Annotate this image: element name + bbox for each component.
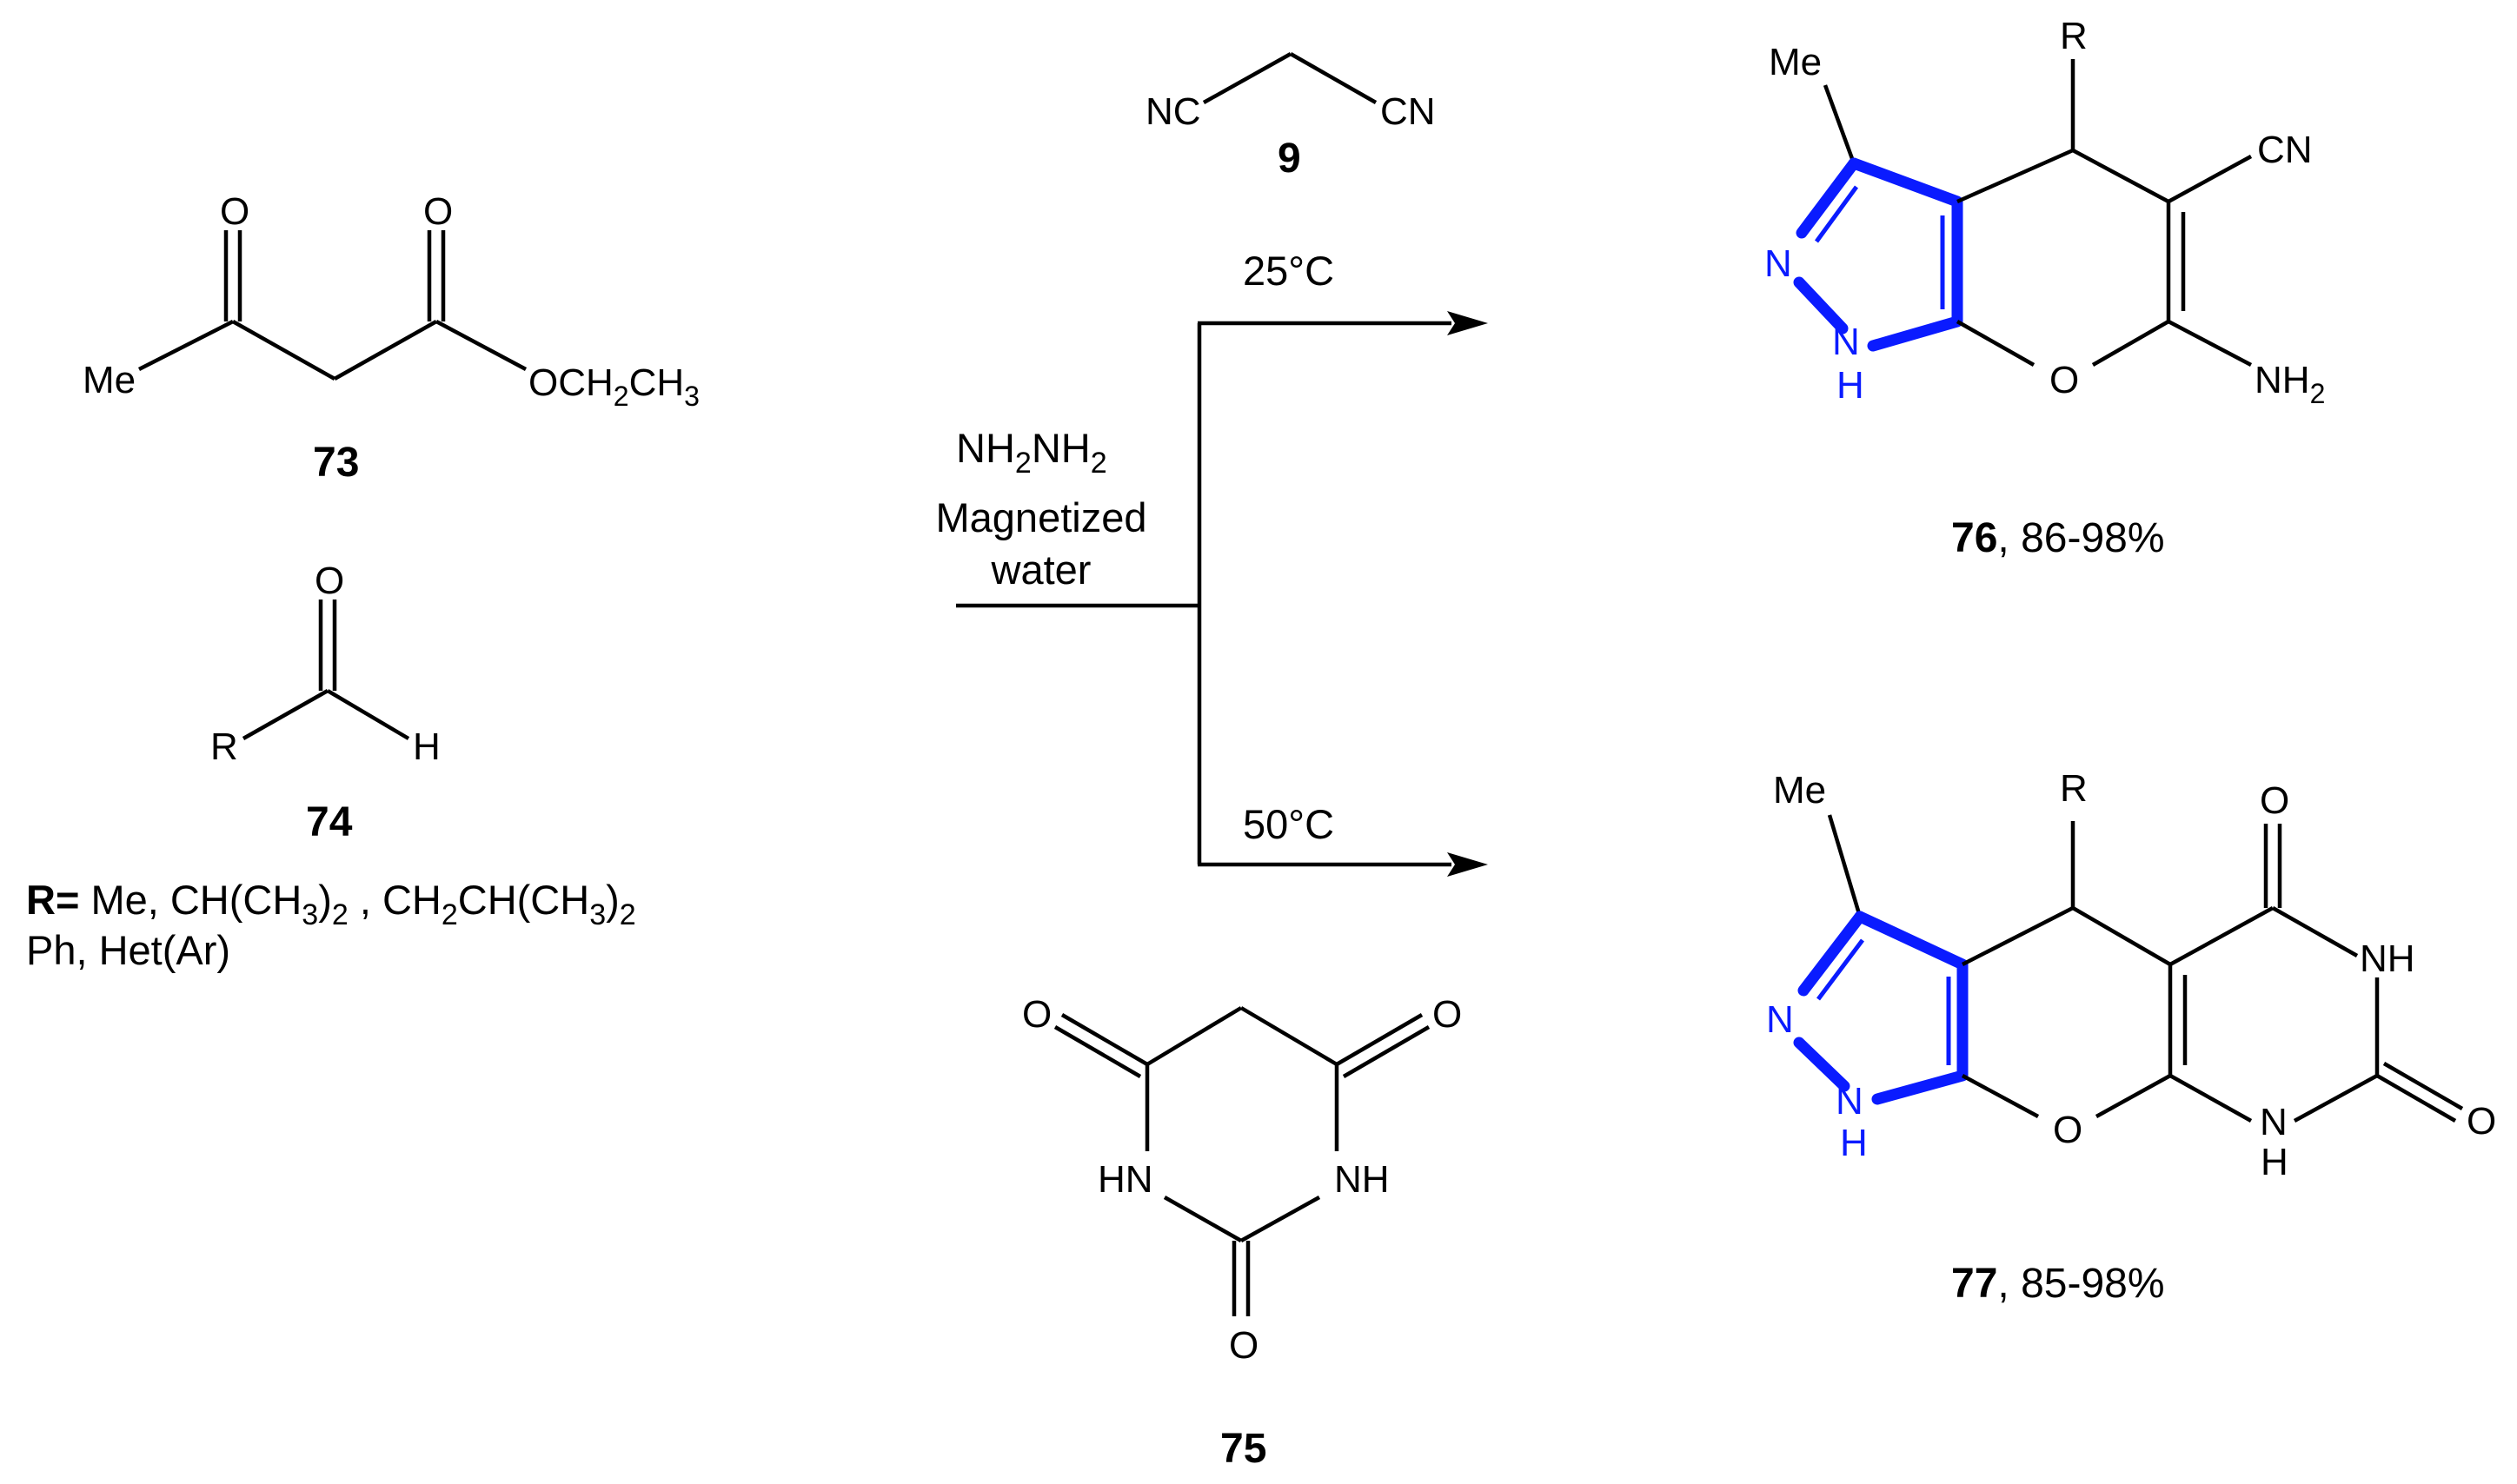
p77-label-and-yield: 77, 85-98% bbox=[1951, 1261, 2165, 1307]
p77-pyrazole-nh-h-label: H bbox=[1840, 1122, 1868, 1164]
p76-nitrile-label: CN bbox=[2257, 129, 2313, 171]
product-76-structure: Me R CN N N H O NH2 76, 86-98% bbox=[1764, 15, 2325, 561]
aldehyde-hydrogen-label: H bbox=[413, 725, 441, 768]
barbituric-oxygen-left-label: O bbox=[1022, 993, 1052, 1036]
p76-methyl-label: Me bbox=[1769, 41, 1822, 83]
ethoxy-label: OCH2CH3 bbox=[528, 361, 700, 412]
barbituric-hn-label: HN bbox=[1098, 1158, 1153, 1201]
barbituric-acid-structure: O O HN NH O 75 bbox=[1022, 993, 1462, 1472]
reaction-conditions: NH2NH2 Magnetized water 25°C 50°C bbox=[936, 248, 1335, 847]
p77-methyl-label: Me bbox=[1773, 769, 1826, 812]
compound-label-73: 73 bbox=[313, 440, 359, 486]
r-definition-line-2: Ph, Het(Ar) bbox=[26, 927, 230, 973]
r-group-label: R bbox=[210, 725, 238, 768]
malononitrile-structure: NC CN 9 bbox=[1146, 52, 1436, 182]
ethyl-acetoacetate-structure: Me O O OCH2CH3 73 bbox=[83, 190, 700, 486]
p77-pyran-oxygen-label: O bbox=[2053, 1109, 2082, 1151]
p76-pyran-oxygen-label: O bbox=[2049, 359, 2079, 401]
compound-label-77: 77 bbox=[1951, 1261, 1997, 1307]
r-definition-line-1: R= Me, CH(CH3)2 , CH2CH(CH3)2 bbox=[26, 877, 636, 931]
solvent-label-line-1: Magnetized bbox=[936, 494, 1147, 540]
r-group-definition: R= Me, CH(CH3)2 , CH2CH(CH3)2 Ph, Het(Ar… bbox=[26, 877, 636, 973]
p77-pyrazole-nh-n-label: N bbox=[1836, 1080, 1863, 1123]
branched-reaction-arrow bbox=[956, 311, 1488, 877]
barbituric-nh-label: NH bbox=[1334, 1158, 1390, 1201]
p76-pyrazole-n-label: N bbox=[1764, 242, 1792, 285]
p76-pyrazole-nh-h-label: H bbox=[1836, 364, 1864, 407]
ketone-oxygen-label: O bbox=[220, 190, 249, 233]
ester-carbonyl-oxygen-label: O bbox=[423, 190, 453, 233]
p77-pyrimidine-nh-bottom-h-label: H bbox=[2261, 1141, 2288, 1183]
barbituric-oxygen-right-label: O bbox=[1432, 993, 1462, 1036]
barbituric-oxygen-bottom-label: O bbox=[1229, 1324, 1258, 1367]
p76-amine-label: NH2 bbox=[2255, 359, 2325, 409]
aldehyde-oxygen-label: O bbox=[315, 560, 344, 602]
p77-pyrimidine-nh-label: NH bbox=[2360, 937, 2415, 980]
solvent-label-line-2: water bbox=[991, 547, 1092, 593]
p76-pyrazole-nh-n-label: N bbox=[1832, 321, 1860, 363]
yield-77: , 85-98% bbox=[1997, 1261, 2164, 1307]
compound-label-76: 76 bbox=[1951, 515, 1997, 561]
temperature-25-label: 25°C bbox=[1243, 248, 1334, 294]
aldehyde-structure: O R H 74 bbox=[210, 560, 441, 845]
cn-atom-label: CN bbox=[1380, 90, 1436, 133]
p77-r-group-label: R bbox=[2060, 767, 2088, 810]
p77-pyrazole-n-label: N bbox=[1766, 998, 1794, 1041]
methyl-label: Me bbox=[83, 359, 136, 401]
temperature-50-label: 50°C bbox=[1243, 801, 1334, 847]
yield-76: , 86-98% bbox=[1997, 515, 2164, 561]
p77-carbonyl-oxygen-top-label: O bbox=[2260, 779, 2289, 822]
p77-carbonyl-oxygen-right-label: O bbox=[2467, 1100, 2496, 1143]
hydrazine-label: NH2NH2 bbox=[956, 425, 1107, 480]
p76-r-group-label: R bbox=[2060, 15, 2088, 57]
arrowhead-top bbox=[1447, 311, 1488, 335]
compound-label-74: 74 bbox=[306, 799, 353, 845]
compound-label-75: 75 bbox=[1220, 1426, 1266, 1472]
p76-label-and-yield: 76, 86-98% bbox=[1951, 515, 2165, 561]
arrowhead-bottom bbox=[1447, 852, 1488, 877]
p77-pyrimidine-nh-bottom-n-label: N bbox=[2260, 1101, 2288, 1143]
nc-atom-label: NC bbox=[1146, 90, 1201, 133]
compound-label-9: 9 bbox=[1278, 136, 1301, 182]
product-77-structure: Me R O NH N N H O N H O 77, 85-98% bbox=[1766, 767, 2496, 1307]
